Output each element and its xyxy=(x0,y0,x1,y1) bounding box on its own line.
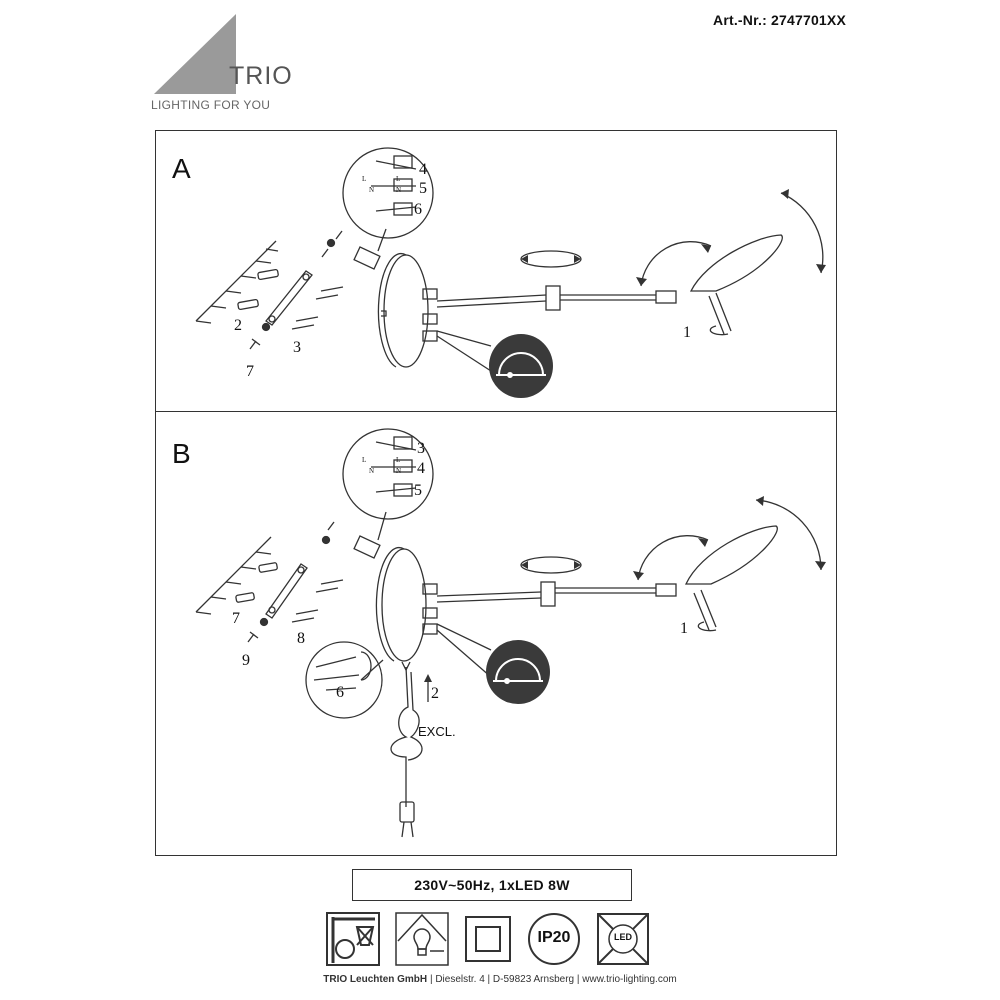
panel-b-diagram xyxy=(195,428,826,838)
light-badge-b xyxy=(436,623,550,704)
article-number: Art.-Nr.: 2747701XX xyxy=(713,12,846,28)
wall-hatch-a xyxy=(195,240,279,324)
wiring-detail-a xyxy=(342,147,434,239)
panel-b-letter: B xyxy=(172,438,191,469)
panel-a-letter: A xyxy=(172,153,191,184)
label-9: 9 xyxy=(242,652,250,669)
ip20-icon xyxy=(528,913,580,965)
label-1: 1 xyxy=(680,620,688,637)
label-2: 2 xyxy=(431,685,439,702)
lamp-head-b xyxy=(684,525,778,585)
mounting-bracket-b xyxy=(265,563,308,619)
panel-a-diagram xyxy=(195,147,826,398)
electrical-spec: 230V~50Hz, 1xLED 8W xyxy=(352,869,632,901)
mounting-bracket-a xyxy=(265,270,313,326)
footer-company: TRIO Leuchten GmbH xyxy=(323,974,428,985)
mark-l2: L xyxy=(396,175,401,183)
led-text: LED xyxy=(614,932,632,942)
label-8: 8 xyxy=(297,630,305,647)
panel-b: B xyxy=(155,411,837,856)
cord-b xyxy=(390,666,409,807)
cable-detail-b xyxy=(305,641,383,719)
brand-name: TRIO xyxy=(229,62,293,90)
label-3: 3 xyxy=(293,339,301,356)
label-5: 5 xyxy=(419,180,427,197)
no-led-replace-icon xyxy=(597,913,649,965)
protection-class-ii-icon xyxy=(465,916,511,962)
label-2: 2 xyxy=(234,317,242,334)
wall-hatch-b xyxy=(195,536,272,615)
excl-label: EXCL. xyxy=(418,724,456,739)
wall-mount-icon xyxy=(326,912,380,966)
canopy-a xyxy=(383,254,429,368)
mark-n2: N xyxy=(396,467,402,475)
mark-l2: L xyxy=(396,456,401,464)
label-1: 1 xyxy=(683,324,691,341)
label-3: 3 xyxy=(417,440,425,457)
label-6: 6 xyxy=(336,684,344,701)
ip-rating-text: IP20 xyxy=(537,929,571,946)
logo-triangle xyxy=(154,14,236,94)
mark-n2: N xyxy=(396,186,402,194)
label-4: 4 xyxy=(417,460,425,477)
mark-l: L xyxy=(362,456,367,464)
mark-l: L xyxy=(362,175,367,183)
label-5: 5 xyxy=(414,482,422,499)
lamp-head-a xyxy=(689,234,783,292)
panel-a: A xyxy=(155,130,837,412)
label-7: 7 xyxy=(246,363,254,380)
label-4: 4 xyxy=(419,161,427,178)
footer: TRIO Leuchten GmbH | Dieselstr. 4 | D-59… xyxy=(0,974,1000,985)
mark-n: N xyxy=(369,186,375,194)
wiring-detail-b xyxy=(342,428,434,520)
canopy-b xyxy=(381,548,427,662)
label-6: 6 xyxy=(414,201,422,218)
label-7: 7 xyxy=(232,610,240,627)
footer-address: | Dieselstr. 4 | D-59823 Arnsberg | www.… xyxy=(429,974,677,985)
light-badge-a xyxy=(436,330,553,398)
bulb-replacement-icon xyxy=(395,912,449,966)
trio-logo xyxy=(154,14,236,94)
mark-n: N xyxy=(369,467,375,475)
brand-tagline: LIGHTING FOR YOU xyxy=(151,98,271,112)
